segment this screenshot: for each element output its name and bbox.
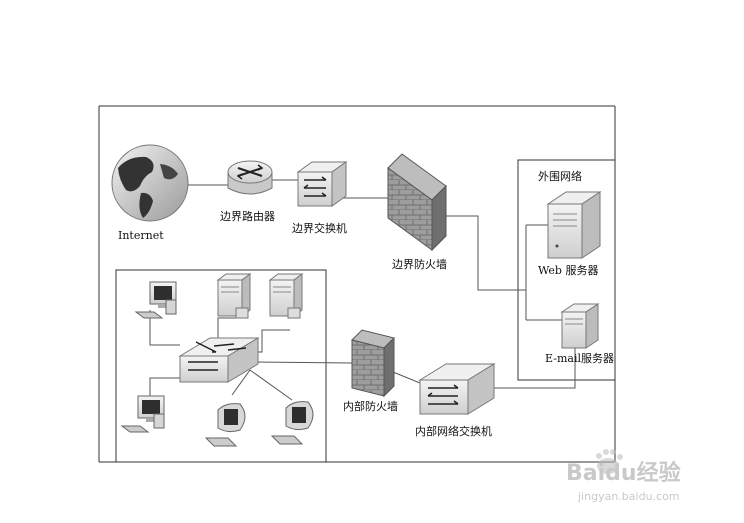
workstation-icon <box>120 395 165 433</box>
edge-switch-label: 边界交换机 <box>292 221 347 235</box>
watermark-url: jingyan.baidu.com <box>577 490 680 503</box>
firewall-icon <box>387 153 447 252</box>
router-icon <box>227 160 273 195</box>
workstation-icon <box>270 401 314 445</box>
link-lanswitch-pc3 <box>231 369 251 396</box>
switch-icon <box>296 161 348 207</box>
watermark-brand: Baidu经验 <box>566 460 681 486</box>
edge-firewall-label: 边界防火墙 <box>392 257 447 271</box>
server-icon <box>268 273 304 319</box>
edge-router-label: 边界路由器 <box>220 209 275 223</box>
link-lanswitch-pc1 <box>149 310 180 346</box>
internal-lan-frame <box>115 269 327 463</box>
link-inswitch-infw <box>392 371 421 384</box>
link-lanswitch-srv1 <box>217 317 236 345</box>
internal-firewall-label: 内部防火墙 <box>343 399 398 413</box>
baidu-watermark-logo <box>596 449 623 474</box>
link-lanswitch-pc4 <box>249 369 293 401</box>
link-mail-inswitch <box>494 345 576 389</box>
internet-label: Internet <box>118 229 164 242</box>
link-infw-lanswitch <box>249 361 353 364</box>
server-icon <box>560 303 600 349</box>
link-firewall-dmz <box>446 215 526 291</box>
mail-server-label: E-mail服务器 <box>545 352 614 365</box>
dmz-label: 外围网络 <box>538 169 582 183</box>
web-server-label: Web 服务器 <box>538 264 598 277</box>
workstation-icon <box>204 403 246 447</box>
link-lanswitch-pc2 <box>149 377 185 400</box>
switch-icon <box>178 337 260 383</box>
dmz-frame <box>517 159 616 381</box>
switch-icon <box>418 363 496 415</box>
internal-switch-label: 内部网络交换机 <box>415 424 492 438</box>
globe-icon <box>111 144 189 222</box>
server-icon <box>216 273 252 319</box>
workstation-icon <box>134 281 177 319</box>
firewall-icon <box>351 329 395 398</box>
server-icon <box>546 191 602 259</box>
connection-lines <box>149 179 576 401</box>
